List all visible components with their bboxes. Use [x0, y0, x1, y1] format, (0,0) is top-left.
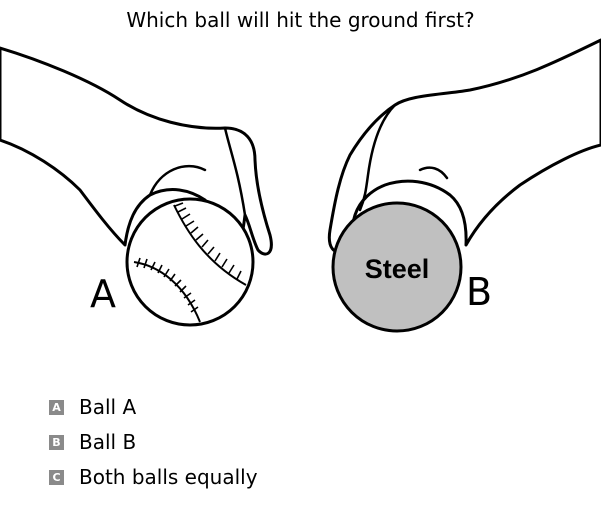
- steel-ball: Steel: [331, 201, 463, 333]
- option-a-text: Ball A: [79, 395, 137, 419]
- option-c-text: Both balls equally: [79, 465, 258, 489]
- steel-ball-body: [331, 201, 463, 333]
- option-c[interactable]: C Both balls equally: [49, 465, 258, 489]
- question-title: Which ball will hit the ground first?: [126, 8, 475, 32]
- option-b[interactable]: B Ball B: [49, 430, 137, 454]
- option-b-text: Ball B: [79, 430, 137, 454]
- ball-a-label: A: [90, 272, 116, 316]
- option-a[interactable]: A Ball A: [49, 395, 137, 419]
- steel-label: Steel: [365, 254, 430, 284]
- option-b-badge: B: [49, 434, 64, 450]
- ball-b-label: B: [466, 270, 493, 314]
- baseball: [125, 197, 255, 327]
- baseball-stitches: [136, 202, 242, 313]
- option-a-badge: A: [49, 399, 64, 415]
- option-c-badge: C: [49, 469, 64, 485]
- left-hand: [0, 46, 273, 256]
